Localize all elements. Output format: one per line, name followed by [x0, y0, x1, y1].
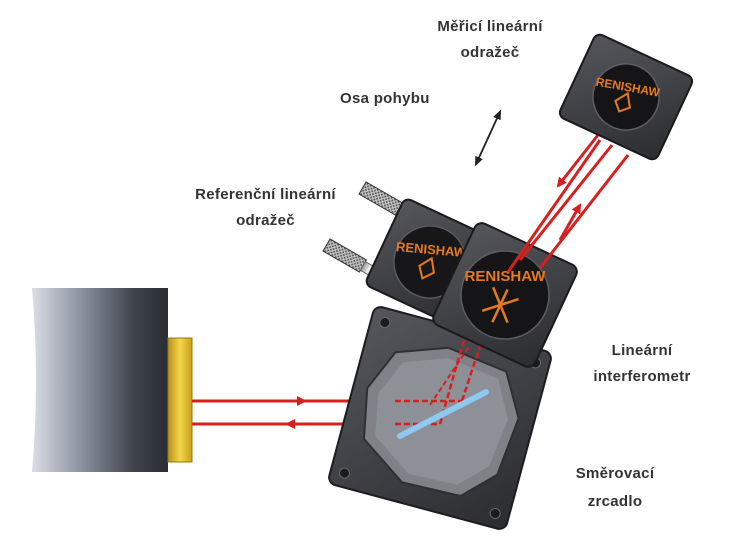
beam-splitter	[397, 389, 489, 439]
internal-beams	[395, 299, 497, 439]
label-linear-interferometer: Lineární interferometr	[578, 342, 706, 385]
label-linear-interferometer-line2: interferometr	[593, 368, 691, 385]
label-axis-of-motion: Osa pohybu	[340, 90, 430, 107]
label-measurement-reflector: Měřicí lineární odražeč	[420, 18, 560, 61]
measurement-reflector: RENISHAW	[558, 33, 694, 161]
axis-of-motion-arrow	[474, 109, 502, 167]
measurement-beams	[506, 134, 630, 273]
linear-interferometer: RENISHAW	[432, 222, 578, 368]
label-measurement-reflector-line1: Měřicí lineární	[437, 18, 543, 35]
label-steering-mirror: Směrovací zrcadlo	[556, 465, 674, 510]
logo-text-ref: RENISHAW	[396, 239, 468, 260]
label-linear-interferometer-line1: Lineární	[611, 342, 673, 359]
label-reference-reflector-line1: Referenční lineární	[195, 186, 336, 203]
label-reference-reflector-line2: odražeč	[236, 212, 295, 229]
laser-head	[32, 288, 193, 472]
label-steering-mirror-line1: Směrovací	[575, 465, 655, 482]
logo-text-interferometer: RENISHAW	[465, 268, 547, 285]
label-measurement-reflector-line2: odražeč	[460, 44, 520, 61]
label-reference-reflector: Referenční lineární odražeč	[183, 186, 348, 229]
laser-aperture	[167, 337, 193, 463]
label-steering-mirror-line2: zrcadlo	[587, 493, 643, 510]
